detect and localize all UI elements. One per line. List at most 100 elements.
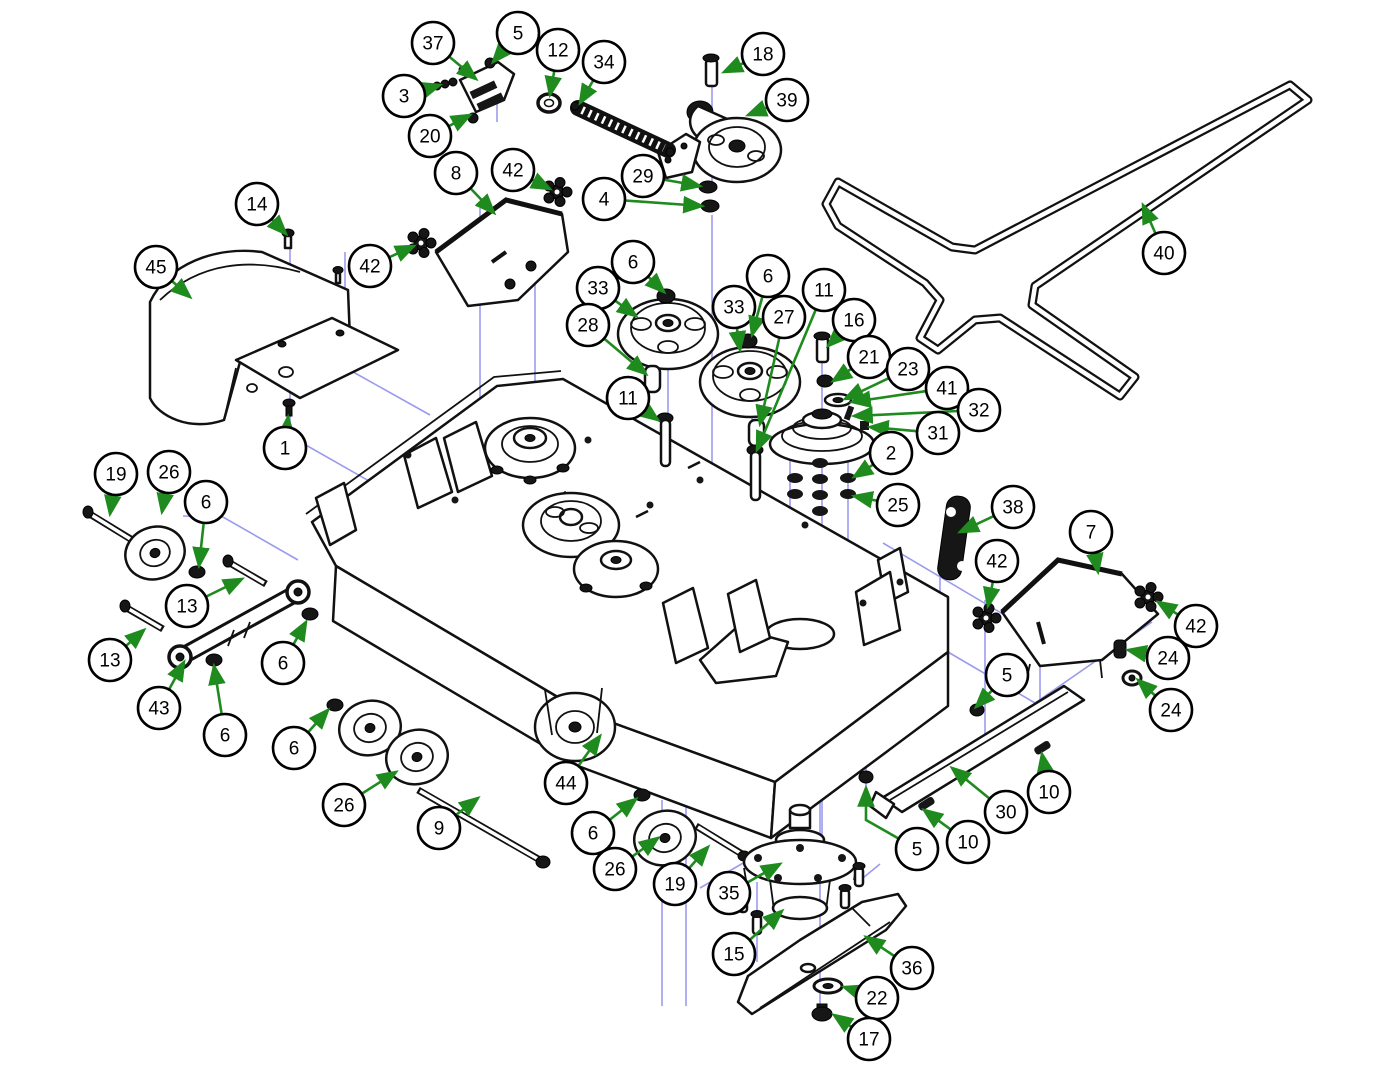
callout-6: 6 [271,707,331,771]
leader-arrow [289,619,308,646]
leader-arrow [840,984,865,1002]
balloon-circle [894,826,940,872]
callout-39: 39 [744,77,810,123]
leader-arrow [156,491,174,516]
balloon-number: 15 [723,945,744,966]
balloon-number: 27 [773,308,794,329]
balloon-number: 6 [278,654,289,675]
balloon-circle [610,239,656,285]
callout-27: 27 [755,294,807,428]
balloon-number: 42 [359,257,380,278]
callout-21: 21 [830,334,892,383]
callout-6: 6 [610,239,667,295]
balloon-number: 43 [148,699,169,720]
leader-arrow [728,327,747,354]
leader-arrow [755,337,781,428]
callout-42: 42 [347,243,418,289]
callout-42: 42 [1155,600,1219,649]
callout-22: 22 [840,975,900,1021]
leader-arrow [1155,600,1179,620]
callout-18: 18 [720,31,786,77]
balloon-number: 1 [280,439,291,460]
balloon-number: 33 [587,279,608,300]
balloon-number: 5 [513,24,524,45]
balloon-circle [801,267,847,313]
balloon-number: 7 [1086,523,1097,544]
balloon-circle [146,449,192,495]
balloon-number: 25 [887,496,908,517]
callout-7: 7 [1068,509,1114,576]
callout-5: 5 [857,784,940,872]
leader-arrow [688,844,711,870]
stepped-pulley-assembly [768,331,876,516]
balloon-number: 42 [986,552,1007,573]
balloon-circle [347,243,393,289]
callout-10: 10 [1026,750,1072,815]
leader-arrow [644,272,667,295]
leader-arrow [205,577,245,598]
callout-4: 4 [581,176,706,222]
balloon-number: 31 [927,424,948,445]
balloon-circle [706,870,752,916]
leader-arrow [631,836,661,858]
balloon-number: 44 [555,774,577,795]
leader-arrow [448,55,479,82]
leader-arrow [529,172,553,191]
balloon-circle [885,346,931,392]
callout-16: 16 [825,297,877,349]
balloon-number: 40 [1153,244,1174,265]
callout-6: 6 [745,253,791,339]
discharge-chute [148,249,400,426]
callout-12: 12 [535,27,581,99]
balloon-number: 10 [1038,783,1059,804]
callout-43: 43 [136,659,186,731]
balloon-number: 16 [843,311,864,332]
balloon-number: 21 [858,348,879,369]
balloon-number: 20 [419,127,440,148]
leader-arrow [104,494,122,518]
balloon-number: 6 [628,253,639,274]
balloon-number: 28 [577,316,598,337]
balloon-number: 8 [451,164,462,185]
balloon-number: 37 [422,34,443,55]
leader-arrow [1135,677,1158,700]
balloon-circle [581,39,627,85]
balloon-number: 19 [105,465,126,486]
callout-5: 5 [973,652,1030,710]
balloon-number: 6 [588,824,599,845]
balloon-circle [924,365,970,411]
balloon-number: 3 [399,87,410,108]
callout-26: 26 [592,836,661,892]
leader-arrow [720,56,745,74]
leader-arrow [124,627,147,650]
balloon-circle [620,153,666,199]
belt-cover-left [434,197,570,308]
callout-25: 25 [850,482,921,528]
leader-arrow [866,419,918,438]
callout-10: 10 [921,808,991,865]
callout-40: 40 [1141,201,1187,276]
callout-19: 19 [652,844,711,907]
callout-5: 5 [490,10,541,65]
callout-1: 1 [262,413,308,471]
balloon-circle [875,482,921,528]
callout-19: 19 [93,451,139,518]
callout-31: 31 [866,410,961,456]
leader-arrow [851,459,875,479]
callout-45: 45 [133,244,193,300]
leader-arrow [831,1013,855,1033]
leader-arrow [1036,750,1055,775]
balloon-circle [87,637,133,683]
leader-arrow [637,401,661,422]
callout-2: 2 [851,430,914,479]
balloon-number: 38 [1002,498,1023,519]
leader-arrow [577,733,602,767]
leader-arrow [469,187,497,216]
balloon-circle [592,846,638,892]
callout-33: 33 [711,284,757,354]
balloon-circle [133,244,179,290]
callout-11: 11 [755,267,847,454]
leader-arrow [419,82,444,99]
callout-29: 29 [620,153,704,199]
